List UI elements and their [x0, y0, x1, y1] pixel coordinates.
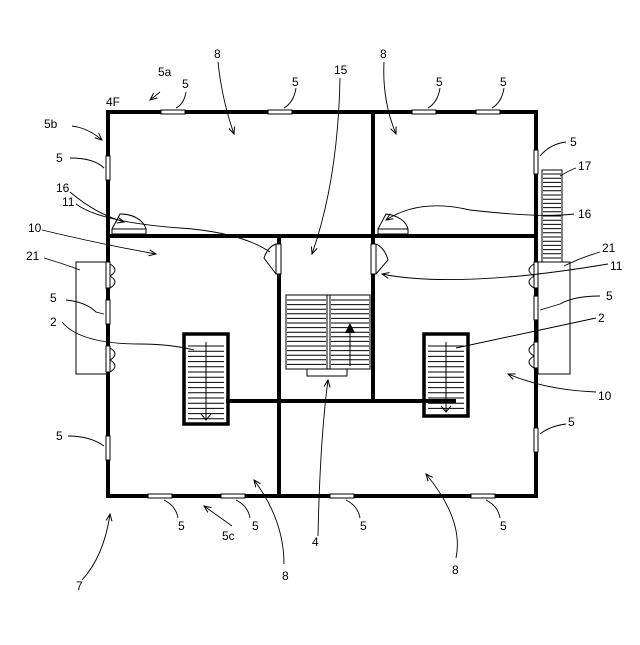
- label-5-right-2: 5: [606, 289, 613, 303]
- external-stair: [542, 170, 562, 262]
- balcony-left: [76, 262, 108, 374]
- label-16-left: 16: [56, 181, 70, 195]
- window-right-2: [534, 296, 538, 320]
- central-staircase: [286, 295, 370, 376]
- label-8-bottom-right: 8: [452, 563, 459, 577]
- label-10-right: 10: [598, 389, 612, 403]
- label-5-top-3: 5: [436, 75, 443, 89]
- label-10-left: 10: [28, 221, 42, 235]
- doors: [112, 214, 408, 274]
- label-11-right: 11: [610, 259, 623, 273]
- balcony-right: [538, 262, 570, 374]
- window-top-1: [161, 110, 185, 114]
- label-5-left-2: 5: [50, 291, 57, 305]
- label-5-right-1: 5: [570, 135, 577, 149]
- window-top-2: [268, 110, 292, 114]
- window-bottom-3: [330, 494, 354, 498]
- label-21-left: 21: [26, 249, 40, 263]
- label-5-left-3: 5: [56, 429, 63, 443]
- leader-lines: [42, 62, 608, 580]
- label-5-top-4: 5: [500, 75, 507, 89]
- label-8-top-left: 8: [214, 47, 221, 61]
- label-8-bottom-left: 8: [282, 569, 289, 583]
- label-17: 17: [578, 159, 592, 173]
- window-bottom-1: [148, 494, 172, 498]
- label-5-top-1: 5: [182, 77, 189, 91]
- label-5-bottom-3: 5: [360, 519, 367, 533]
- label-2-left: 2: [50, 315, 57, 329]
- label-5-top-2: 5: [292, 75, 299, 89]
- window-top-3: [412, 110, 436, 114]
- window-bottom-4: [471, 494, 495, 498]
- labels: 4F 5a 5b 5c 5 5 5 5 5 5 5 5 5 5 5 5 5 5 …: [26, 47, 623, 593]
- label-2-right: 2: [598, 311, 605, 325]
- left-stair: [184, 334, 228, 424]
- window-right-1: [534, 150, 538, 174]
- window-left-1: [106, 156, 110, 180]
- label-15: 15: [334, 63, 348, 77]
- window-left-3: [106, 436, 110, 460]
- right-stair: [424, 334, 468, 416]
- label-16-right: 16: [578, 207, 592, 221]
- label-4: 4: [312, 535, 319, 549]
- window-bottom-2: [221, 494, 245, 498]
- label-5a: 5a: [158, 65, 172, 79]
- floor-label: 4F: [106, 95, 120, 109]
- label-5-left-1: 5: [56, 151, 63, 165]
- window-top-4: [476, 110, 500, 114]
- label-5b: 5b: [44, 117, 58, 131]
- window-left-2: [106, 300, 110, 324]
- label-5-bottom-4: 5: [500, 519, 507, 533]
- label-5-bottom-1: 5: [178, 519, 185, 533]
- label-11-left: 11: [62, 195, 75, 209]
- label-8-top-right: 8: [380, 47, 387, 61]
- label-21-right: 21: [602, 241, 616, 255]
- label-5-bottom-2: 5: [252, 519, 259, 533]
- label-7: 7: [76, 579, 83, 593]
- window-right-3: [534, 428, 538, 452]
- label-5-right-3: 5: [568, 415, 575, 429]
- label-5c: 5c: [222, 529, 235, 543]
